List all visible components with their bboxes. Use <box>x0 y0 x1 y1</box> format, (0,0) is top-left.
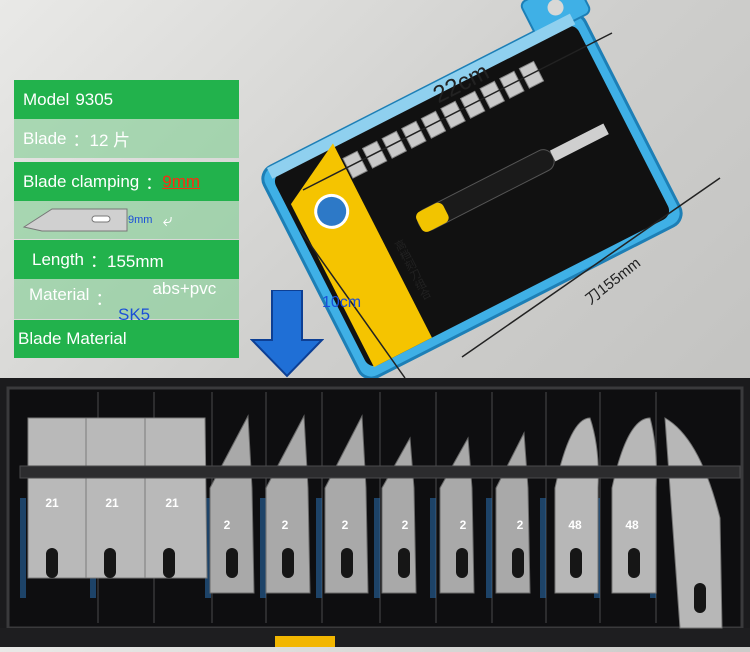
blade-clamping-colon: ： <box>145 174 163 193</box>
blade-clamping-note: 9mm <box>128 214 153 226</box>
model-value: 9305 <box>75 89 114 109</box>
material-value: abs+pvc <box>152 279 217 298</box>
material-colon: ： <box>95 290 113 309</box>
blade-number-label: 2 <box>459 518 467 532</box>
length-value: ：155mm <box>90 252 164 271</box>
spec-row-blade-illustration: 9mm ⤶ <box>14 201 239 239</box>
blade-clamping-label: Blade clamping <box>23 171 140 191</box>
blade-value: ：12 片 <box>72 131 131 150</box>
spec-row-blade: Blade ：12 片 <box>14 119 239 158</box>
blade-label: Blade <box>23 128 67 148</box>
blade-illustration-icon <box>22 208 128 232</box>
spec-row-model: Model 9305 <box>14 80 239 119</box>
length-label: Length <box>32 249 84 269</box>
blade-number-label: 21 <box>105 496 119 510</box>
blade-number-label: 2 <box>516 518 524 532</box>
spec-row-material: Material ： abs+pvc <box>14 279 239 319</box>
blade-number-label: 2 <box>341 518 349 532</box>
spec-row-blade-clamping: Blade clamping ： 9mm <box>14 162 239 201</box>
blade-number-label: 2 <box>281 518 289 532</box>
material-label: Material <box>29 285 90 304</box>
spec-row-length: Length ：155mm <box>14 240 239 279</box>
spec-row-blade-material: Blade Material <box>14 320 239 358</box>
blade-tray: 21 21 21 2 2 2 2 2 2 48 48 <box>0 378 750 647</box>
blade-number-label: 21 <box>165 496 179 510</box>
down-arrow-icon <box>250 290 324 378</box>
blade-number-label: 2 <box>223 518 231 532</box>
blade-number-label: 48 <box>568 518 582 532</box>
blade-clamping-value: 9mm <box>162 171 201 191</box>
product-case-image <box>261 0 721 380</box>
blade-number-label: 2 <box>401 518 409 532</box>
model-label: Model <box>23 89 70 109</box>
blade-tray-image <box>0 386 750 647</box>
blade-number-label: 48 <box>625 518 639 532</box>
sk5-value: SK5 <box>118 305 151 324</box>
curved-arrow-icon: ⤶ <box>162 209 173 230</box>
blade-number-label: 21 <box>45 496 59 510</box>
blade-material-label: Blade Material <box>18 329 127 348</box>
height-dimension-label: 10cm <box>322 294 362 311</box>
